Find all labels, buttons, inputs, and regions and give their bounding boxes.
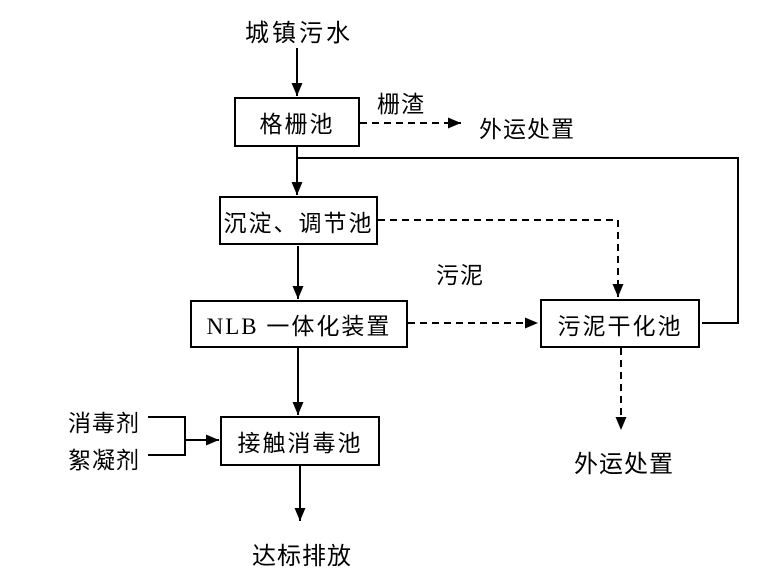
node-sedimentation-regulation-pool: 沉淀、调节池 bbox=[219, 196, 378, 245]
label-flocculant: 絮凝剂 bbox=[68, 448, 140, 473]
node-nlb-integrated-unit-label: NLB 一体化装置 bbox=[206, 314, 392, 339]
node-sludge-drying-pool: 污泥干化池 bbox=[540, 299, 700, 348]
arrow-sedimentation-sludge-to-drying bbox=[378, 219, 624, 297]
node-sedimentation-regulation-pool-label: 沉淀、调节池 bbox=[223, 210, 374, 236]
label-sludge: 污泥 bbox=[436, 263, 484, 288]
label-outbound-disposal-bottom: 外运处置 bbox=[574, 452, 674, 478]
node-grid-pool-label: 格栅池 bbox=[259, 112, 335, 137]
label-discharge: 达标排放 bbox=[252, 544, 352, 570]
node-contact-disinfection-pool-label: 接触消毒池 bbox=[237, 431, 363, 456]
node-contact-disinfection-pool: 接触消毒池 bbox=[220, 416, 380, 466]
bracket-chemical-inputs bbox=[148, 416, 186, 456]
node-nlb-integrated-unit: NLB 一体化装置 bbox=[190, 300, 408, 348]
label-grid-residue: 栅渣 bbox=[377, 92, 425, 117]
label-urban-sewage: 城镇污水 bbox=[245, 21, 353, 47]
label-disinfectant: 消毒剂 bbox=[68, 411, 140, 436]
node-sludge-drying-pool-label: 污泥干化池 bbox=[557, 313, 683, 339]
line-grid-pool-bypass-to-sludge-drying bbox=[297, 157, 739, 324]
node-grid-pool: 格栅池 bbox=[234, 97, 360, 147]
label-outbound-disposal-top: 外运处置 bbox=[479, 117, 575, 142]
